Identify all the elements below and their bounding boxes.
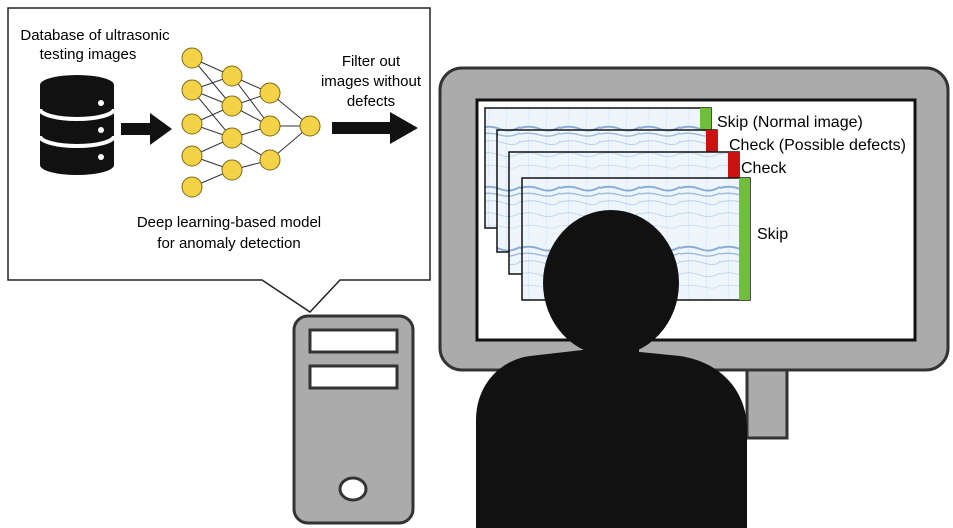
filter-label-line1: Filter out xyxy=(342,53,401,70)
model-label-line1: Deep learning-based model xyxy=(137,214,321,231)
network-node xyxy=(221,159,243,181)
arrow-to-model-icon xyxy=(121,113,172,145)
status-bar-skip xyxy=(739,178,750,300)
status-label-2: Check (Possible defects) xyxy=(729,137,906,154)
database-label-line1: Database of ultrasonic xyxy=(20,27,170,44)
network-node xyxy=(181,145,203,167)
model-label-line2: for anomaly detection xyxy=(157,235,300,252)
network-node xyxy=(221,127,243,149)
neural-network-icon xyxy=(181,47,321,198)
arrow-to-screen-icon xyxy=(332,112,418,144)
database-label-line2: testing images xyxy=(40,46,137,63)
network-node xyxy=(259,149,281,171)
person-silhouette-icon xyxy=(476,210,747,528)
network-node xyxy=(221,65,243,87)
network-node xyxy=(181,47,203,69)
network-node xyxy=(181,176,203,198)
status-label-1: Skip (Normal image) xyxy=(717,114,863,131)
network-node xyxy=(259,115,281,137)
network-node xyxy=(259,82,281,104)
filter-label-line3: defects xyxy=(347,93,395,110)
database-icon xyxy=(38,75,116,175)
network-node xyxy=(181,113,203,135)
filter-label-line2: images without xyxy=(321,73,422,90)
status-label-4: Skip xyxy=(757,226,788,243)
network-node xyxy=(221,95,243,117)
network-node xyxy=(299,115,321,137)
status-label-3: Check xyxy=(741,160,787,177)
computer-tower-icon xyxy=(292,314,415,525)
network-node xyxy=(181,79,203,101)
